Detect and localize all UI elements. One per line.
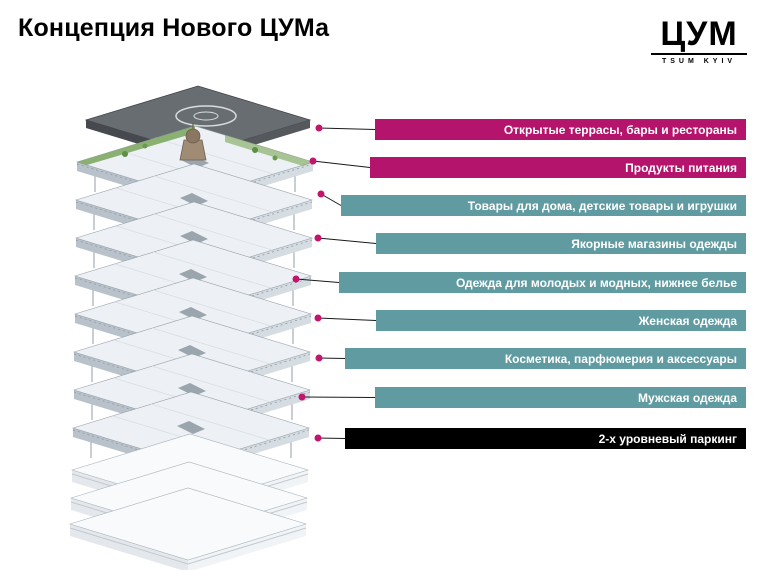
terrace-floor-slab	[76, 123, 314, 218]
tsum-logo: ЦУМ TSUM KYIV	[651, 15, 747, 65]
helipad-circle	[175, 105, 237, 127]
floor-label: Мужская одежда	[638, 390, 737, 405]
floor-label: Одежда для молодых и модных, нижнее бель…	[455, 275, 737, 290]
page-title: Концепция Нового ЦУМа	[18, 14, 330, 42]
floor-label: Косметика, парфюмерия и аксессуары	[504, 351, 737, 366]
floor-label: Женская одежда	[638, 313, 737, 328]
dome-tower	[179, 123, 207, 161]
floor-label-bar: Женская одежда	[376, 310, 746, 331]
logo-tagline: TSUM KYIV	[651, 53, 747, 65]
floor-label: Якорные магазины одежды	[571, 236, 737, 251]
floor-label: 2-х уровневый паркинг	[598, 431, 737, 446]
floor-label-bar: Товары для дома, детские товары и игрушк…	[341, 195, 746, 216]
floor-label: Продукты питания	[625, 160, 737, 175]
floor-label: Товары для дома, детские товары и игрушк…	[467, 198, 737, 213]
logo-wordmark: ЦУМ	[660, 15, 738, 53]
floor-label-bar: Якорные магазины одежды	[376, 233, 746, 254]
floor-label: Открытые террасы, бары и рестораны	[503, 122, 737, 137]
floor-label-bar: Косметика, парфюмерия и аксессуары	[345, 348, 746, 369]
floor-label-bar: Продукты питания	[370, 157, 746, 178]
floor-label-bar: Мужская одежда	[375, 387, 746, 408]
floor-label-bar: Открытые террасы, бары и рестораны	[375, 119, 746, 140]
terrace-greenery	[77, 126, 195, 165]
floor-label-bar: 2-х уровневый паркинг	[345, 428, 746, 449]
building-illustration	[69, 85, 314, 570]
floor-label-bar: Одежда для молодых и модных, нижнее бель…	[339, 272, 746, 293]
